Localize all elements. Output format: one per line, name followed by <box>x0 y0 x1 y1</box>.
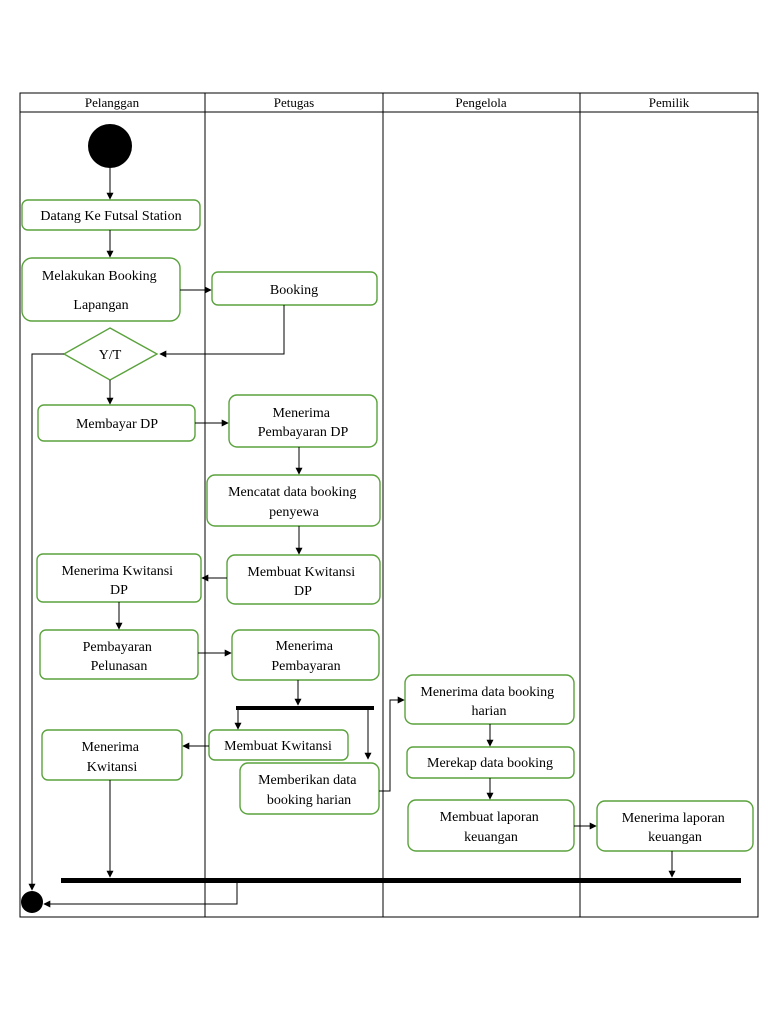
decision-label: Y/T <box>99 348 122 363</box>
activity-label: Datang Ke Futsal Station <box>40 209 181 224</box>
activity-menerima-kwitansi-dp[interactable]: Menerima Kwitansi DP <box>36 553 202 603</box>
svg-text:Datang Ke Futsal Station: Datang Ke Futsal Station <box>40 209 181 224</box>
activity-label: Menerima Kwitansi <box>61 564 173 579</box>
activity-memberikan-data-booking-harian[interactable]: Memberikan data booking harian <box>239 762 380 815</box>
activity-label: Menerima <box>81 740 139 755</box>
activity-membayar-dp[interactable]: Membayar DP <box>37 404 196 442</box>
svg-text:Membayar DP: Membayar DP <box>76 417 158 432</box>
activity-label: Membuat Kwitansi <box>247 565 355 580</box>
flow-edges <box>28 168 676 908</box>
lane-title-pemilik: Pemilik <box>649 95 690 110</box>
activity-label: Membayar DP <box>76 417 158 432</box>
activity-menerima-pembayaran[interactable]: Menerima Pembayaran <box>231 629 380 681</box>
activity-label: Booking <box>270 283 318 298</box>
initial-node <box>88 124 132 168</box>
final-node <box>21 891 43 913</box>
svg-text:Menerima laporan keuanga: Menerima laporan keuangan <box>622 811 729 845</box>
activity-label: Menerima <box>272 406 330 421</box>
svg-text:Membuat Kwitansi DP: Membuat Kwitansi DP <box>247 565 358 599</box>
svg-text:Menerima Kwitansi DP: Menerima Kwitansi DP <box>61 564 176 598</box>
svg-text:Menerima Pembayaran DP: Menerima Pembayaran DP <box>258 406 349 440</box>
activity-menerima-data-booking-harian[interactable]: Menerima data booking harian <box>404 674 575 725</box>
activity-membuat-laporan-keuangan[interactable]: Membuat laporan keuangan <box>407 799 575 852</box>
activity-label: DP <box>110 583 128 598</box>
activity-label: Menerima data booking <box>420 685 554 700</box>
activity-label: keuangan <box>648 830 702 845</box>
decision-node[interactable]: Y/T <box>62 327 159 381</box>
activity-mencatat-data-booking-penyewa[interactable]: Mencatat data booking penyewa <box>206 474 381 527</box>
svg-text:Memberikan data booking: Memberikan data booking harian <box>258 773 360 808</box>
svg-text:Membuat Kwitansi: Membuat Kwitansi <box>224 739 332 754</box>
svg-text:Membuat laporan keuangan: Membuat laporan keuangan <box>440 810 543 845</box>
activity-label: Pembayaran DP <box>258 425 349 440</box>
activity-label: Menerima laporan <box>622 811 725 826</box>
swimlane-frame <box>19 92 759 918</box>
activity-merekap-data-booking[interactable]: Merekap data booking <box>406 746 575 779</box>
activity-membuat-kwitansi-dp[interactable]: Membuat Kwitansi DP <box>226 554 381 605</box>
activity-label: Melakukan Booking <box>42 269 157 284</box>
activity-label: booking harian <box>267 793 351 808</box>
svg-text:Y/T: Y/T <box>99 348 122 363</box>
lane-title-pelanggan: Pelanggan <box>85 95 140 110</box>
activity-label: Membuat laporan <box>440 810 539 825</box>
svg-text:Menerima data booking ha: Menerima data booking harian <box>420 685 557 719</box>
fork-bar <box>236 706 374 710</box>
activity-label: Lapangan <box>73 298 128 313</box>
lane-title-pengelola: Pengelola <box>455 95 506 110</box>
activity-menerima-laporan-keuangan[interactable]: Menerima laporan keuangan <box>596 800 754 852</box>
activity-label: Mencatat data booking <box>228 485 356 500</box>
activity-label: Memberikan data <box>258 773 357 788</box>
activity-membuat-kwitansi[interactable]: Membuat Kwitansi <box>208 729 349 761</box>
activity-label: Pelunasan <box>91 659 148 674</box>
svg-text:Menerima Kwitansi: Menerima Kwitansi <box>81 740 142 775</box>
activity-label: Membuat Kwitansi <box>224 739 332 754</box>
join-bar <box>61 878 741 883</box>
activity-melakukan-booking-lapangan[interactable]: Melakukan Booking Lapangan <box>21 257 181 322</box>
svg-text:Pembayaran Pelunasan: Pembayaran Pelunasan <box>83 640 156 674</box>
activity-menerima-pembayaran-dp[interactable]: Menerima Pembayaran DP <box>228 394 378 448</box>
activity-label: harian <box>472 704 507 719</box>
lane-title-petugas: Petugas <box>274 95 314 110</box>
activity-booking[interactable]: Booking <box>211 271 378 306</box>
activity-label: keuangan <box>464 830 518 845</box>
svg-text:Menerima Pembayaran: Menerima Pembayaran <box>271 639 340 674</box>
activity-label: Menerima <box>275 639 333 654</box>
activity-label: Pembayaran <box>83 640 152 655</box>
svg-text:Merekap data booking: Merekap data booking <box>427 756 553 771</box>
activity-pembayaran-pelunasan[interactable]: Pembayaran Pelunasan <box>39 629 199 680</box>
activity-label: Kwitansi <box>87 760 138 775</box>
activity-label: DP <box>294 584 312 599</box>
activity-label: Merekap data booking <box>427 756 553 771</box>
activity-datang-ke-futsal-station[interactable]: Datang Ke Futsal Station <box>21 199 201 231</box>
svg-text:Melakukan Booking Lapang: Melakukan Booking Lapangan <box>42 269 160 313</box>
activity-menerima-kwitansi[interactable]: Menerima Kwitansi <box>41 729 183 781</box>
activity-label: penyewa <box>269 505 320 520</box>
svg-text:Booking: Booking <box>270 283 318 298</box>
activity-label: Pembayaran <box>271 659 340 674</box>
svg-text:Mencatat data booking pe: Mencatat data booking penyewa <box>228 485 360 520</box>
